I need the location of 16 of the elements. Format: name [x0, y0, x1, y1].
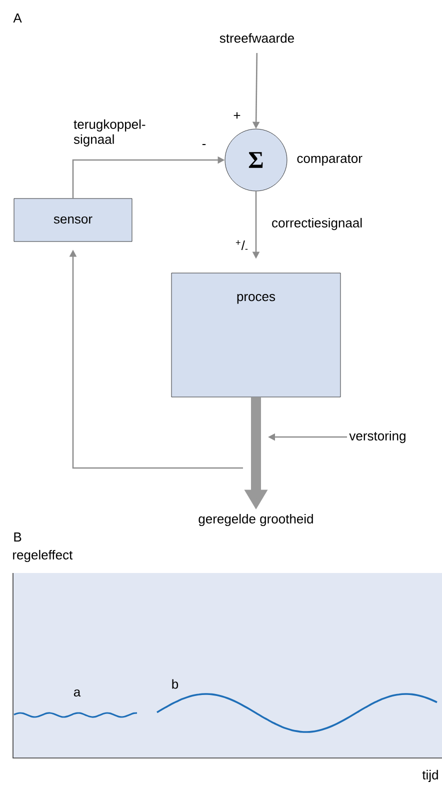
process-box: sensor: [14, 198, 132, 242]
section-letter: A: [13, 14, 22, 22]
edge-label: terugkoppel- signaal: [74, 119, 146, 146]
axis-label: regeleffect: [13, 550, 73, 562]
curve-label: b: [172, 679, 178, 689]
sign: -: [202, 144, 206, 146]
node-label: verstoring: [349, 430, 406, 444]
sign: $^{+}$/$_{-}$: [236, 240, 248, 250]
node-caption: comparator: [297, 154, 362, 166]
axis-label: tijd: [422, 770, 438, 782]
edge-label: correctiesignaal: [272, 218, 362, 230]
node-label: geregelde grootheid: [198, 514, 313, 526]
node-label: streefwaarde: [220, 33, 294, 43]
section-letter: B: [14, 532, 22, 542]
process-box: proces: [171, 272, 341, 398]
curve-label: a: [74, 689, 81, 697]
